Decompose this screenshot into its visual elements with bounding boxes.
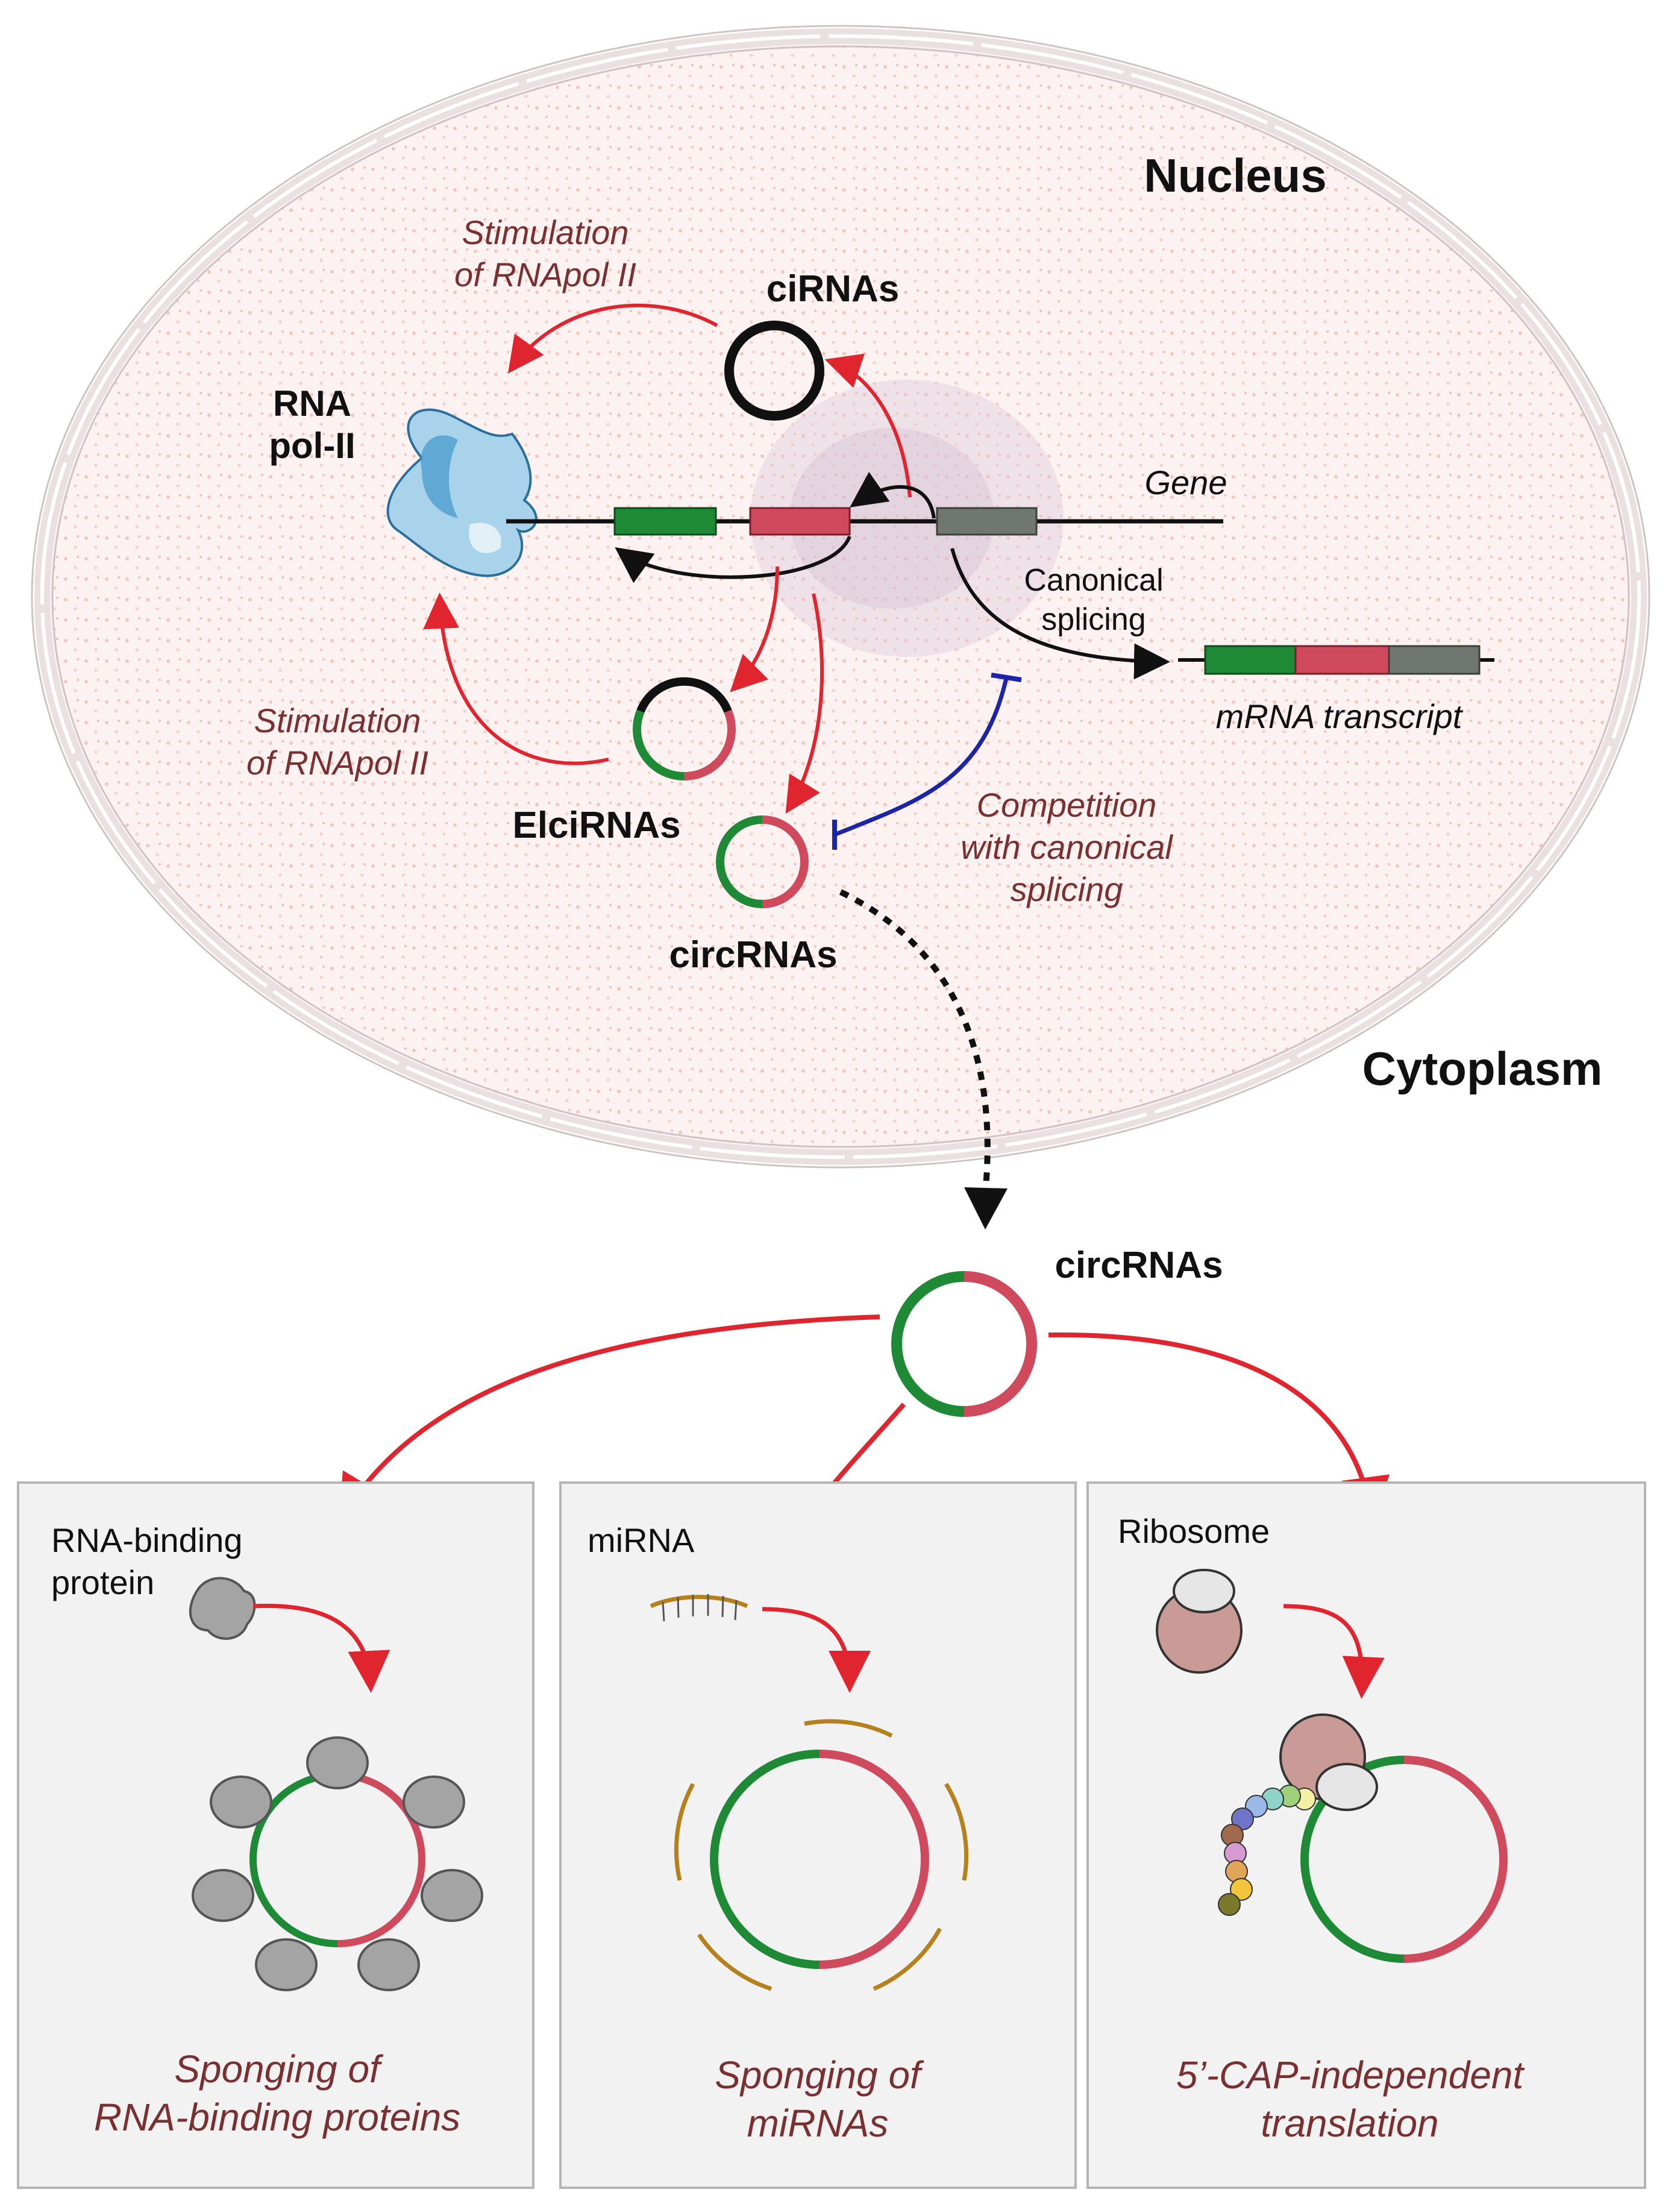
canonical-splicing-line2: splicing — [1041, 602, 1146, 637]
panel-translation-caption-line1: 5’-CAP-independent — [1176, 2053, 1525, 2097]
stimulation-bottom-line2: of RNApol II — [246, 744, 428, 782]
rbp-ring — [192, 1736, 483, 1991]
arrow-elcirna-to-pol — [423, 592, 609, 765]
nucleus — [31, 25, 1650, 1169]
competition-line2: with canonical — [961, 828, 1173, 866]
nucleus-label: Nucleus — [1144, 149, 1326, 202]
gene — [506, 507, 1223, 536]
arrow-gene-to-circrna — [785, 593, 824, 814]
translating-ribosome-icon — [1279, 1713, 1378, 1811]
arrow-canonical-splicing — [950, 548, 1170, 680]
cytoplasm-label: Cytoplasm — [1362, 1042, 1603, 1095]
panel-rbp-caption-line2: RNA-binding proteins — [94, 2096, 460, 2139]
cirnas-label: ciRNAs — [766, 268, 900, 310]
mrna-transcript — [1178, 645, 1494, 675]
arrow-backsplice-top — [850, 471, 936, 519]
panel-ribosome-label: Ribosome — [1118, 1512, 1270, 1550]
arrow-to-panel-ribosome — [1048, 1332, 1390, 1525]
panel-mirna-caption-line1: Sponging of — [715, 2053, 924, 2097]
circrna-cyto-circle — [891, 1271, 1037, 1417]
mirna-icon — [650, 1594, 748, 1622]
panel-mirna-caption-line2: miRNAs — [747, 2102, 889, 2145]
rna-pol-ii-icon — [386, 408, 538, 577]
panel-ribosome-arrow — [1283, 1604, 1385, 1699]
panel-mirna-sponging: miRNA Sponging o — [559, 1481, 1077, 2189]
panel-mirna-label: miRNA — [588, 1521, 695, 1559]
exon-gray — [936, 507, 1038, 536]
arrow-gene-to-cirna — [824, 353, 912, 498]
nucleus-arrows — [423, 303, 1170, 1229]
circrnas-nuclear-label: circRNAs — [669, 934, 837, 976]
rna-pol-label-line1: RNA — [273, 383, 351, 424]
stimulation-top-line2: of RNApol II — [454, 256, 636, 294]
panel-rbp-arrow — [252, 1603, 390, 1693]
competition-line3: splicing — [1011, 870, 1123, 908]
gene-label: Gene — [1145, 463, 1227, 501]
panel-translation: Ribosome 5’-CAP-independent — [1086, 1481, 1646, 2189]
ribosome-icon — [1156, 1569, 1243, 1674]
chromatin-cloud — [750, 380, 1064, 657]
elcirna-circle — [633, 677, 736, 781]
canonical-splicing-line1: Canonical — [1024, 563, 1163, 598]
rna-pol-label-line2: pol-II — [269, 425, 355, 466]
cirna-circle — [724, 321, 824, 421]
stimulation-top-line1: Stimulation — [462, 213, 628, 251]
panel-rbp-label-line2: protein — [51, 1563, 154, 1601]
arrow-to-panel-rbp — [338, 1314, 880, 1524]
elcirnas-label: ElciRNAs — [512, 805, 680, 846]
exon-green — [613, 507, 717, 536]
mrna-label: mRNA transcript — [1216, 697, 1464, 735]
panel-translation-caption-line2: translation — [1261, 2102, 1438, 2145]
circrnas-cyto-label: circRNAs — [1055, 1245, 1223, 1286]
exon-red — [749, 507, 851, 536]
panel-rbp-label-line1: RNA-binding — [51, 1521, 243, 1559]
circrna-nuclear-circle — [716, 815, 809, 908]
rbp-icon — [189, 1577, 256, 1640]
mirna-ring — [674, 1719, 969, 1991]
arrow-backsplice-bottom — [615, 535, 851, 583]
panel-rbp-sponging: RNA-binding protein Sponging of RNA-bind… — [17, 1481, 534, 2189]
arrow-gene-to-elcirna — [730, 566, 779, 692]
panel-rbp-caption-line1: Sponging of — [174, 2047, 384, 2091]
panel-mirna-arrow — [762, 1607, 871, 1693]
peptide-chain-icon — [1218, 1785, 1316, 1916]
arrow-cirna-to-pol — [507, 303, 718, 374]
inhibition-line — [833, 677, 1009, 837]
competition-line1: Competition — [977, 786, 1157, 824]
stimulation-bottom-line1: Stimulation — [254, 702, 421, 739]
